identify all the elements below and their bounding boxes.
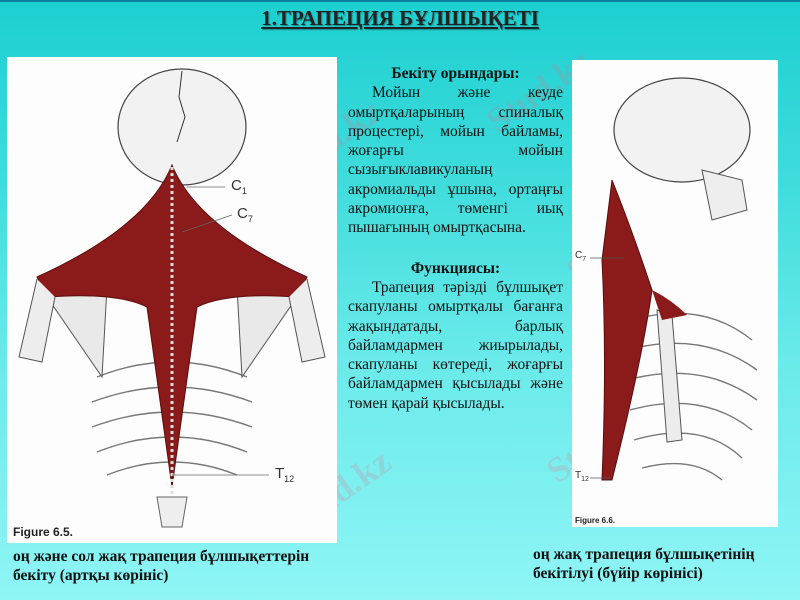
marker-c7: C7	[237, 205, 253, 224]
trapezius-lateral-illustration	[590, 77, 758, 481]
description-column: Бекіту орындары: Мойын және кеуде омыртқ…	[348, 64, 563, 413]
figure-lateral-view: C7 T12 Figure 6.6.	[572, 60, 778, 527]
figure-posterior-view: C1 C7 T12 Figure 6.5.	[7, 57, 337, 543]
figure-label: Figure 6.5.	[13, 525, 74, 539]
attachment-text: Мойын және кеуде омыртқаларының спиналық…	[348, 84, 563, 237]
figure-label: Figure 6.6.	[575, 516, 616, 525]
caption-posterior: оң және сол жақ трапеция бұлшықеттерін б…	[13, 548, 310, 584]
attachment-heading: Бекіту орындары:	[391, 65, 520, 82]
caption-lateral: оң жақ трапеция бұлшықетінің бекітілуі (…	[533, 546, 755, 582]
function-heading: Функциясы:	[410, 259, 501, 277]
function-text: Трапеция тәрізді бұлшықет скапуланы омыр…	[348, 278, 563, 412]
marker-c1: C1	[231, 177, 247, 196]
trapezius-posterior-illustration	[18, 68, 326, 528]
marker-t12: T12	[275, 465, 295, 484]
marker-t12: T12	[575, 470, 589, 483]
slide-title: 1.ТРАПЕЦИЯ БҰЛШЫҚЕТІ	[261, 6, 539, 30]
marker-c7: C7	[575, 250, 587, 263]
top-border	[0, 0, 800, 2]
